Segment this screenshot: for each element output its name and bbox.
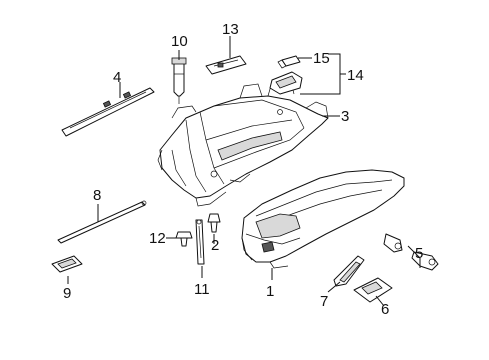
callout-14: 14 <box>347 67 364 84</box>
plug <box>175 231 193 247</box>
callout-6: 6 <box>381 301 389 318</box>
callout-11: 11 <box>194 281 210 298</box>
glove-box-housing <box>157 77 329 207</box>
callout-12: 12 <box>149 230 166 247</box>
strut <box>195 219 205 265</box>
clip <box>51 255 83 273</box>
callout-15: 15 <box>313 50 330 67</box>
lock-cylinder <box>383 233 439 271</box>
damper-rail <box>61 87 155 137</box>
handle <box>333 255 365 287</box>
callout-4: 4 <box>113 69 121 86</box>
callout-8: 8 <box>93 187 101 204</box>
callout-13: 13 <box>222 21 239 38</box>
latch-bracket <box>205 55 247 75</box>
callout-2: 2 <box>211 237 219 254</box>
callout-3: 3 <box>341 108 349 125</box>
callout-7: 7 <box>320 293 328 310</box>
latch <box>353 277 393 303</box>
lamp-assembly <box>269 71 303 95</box>
callout-5: 5 <box>415 245 423 262</box>
callout-10: 10 <box>171 33 188 50</box>
glove-box-bin <box>241 169 405 269</box>
callout-9: 9 <box>63 285 71 302</box>
callouts: 4 10 13 15 14 3 8 9 12 2 11 1 5 7 6 <box>63 21 423 318</box>
bolt <box>207 213 221 233</box>
rod <box>57 200 147 244</box>
bulb <box>277 55 301 69</box>
damper-cylinder <box>171 57 187 104</box>
callout-1: 1 <box>266 283 274 300</box>
